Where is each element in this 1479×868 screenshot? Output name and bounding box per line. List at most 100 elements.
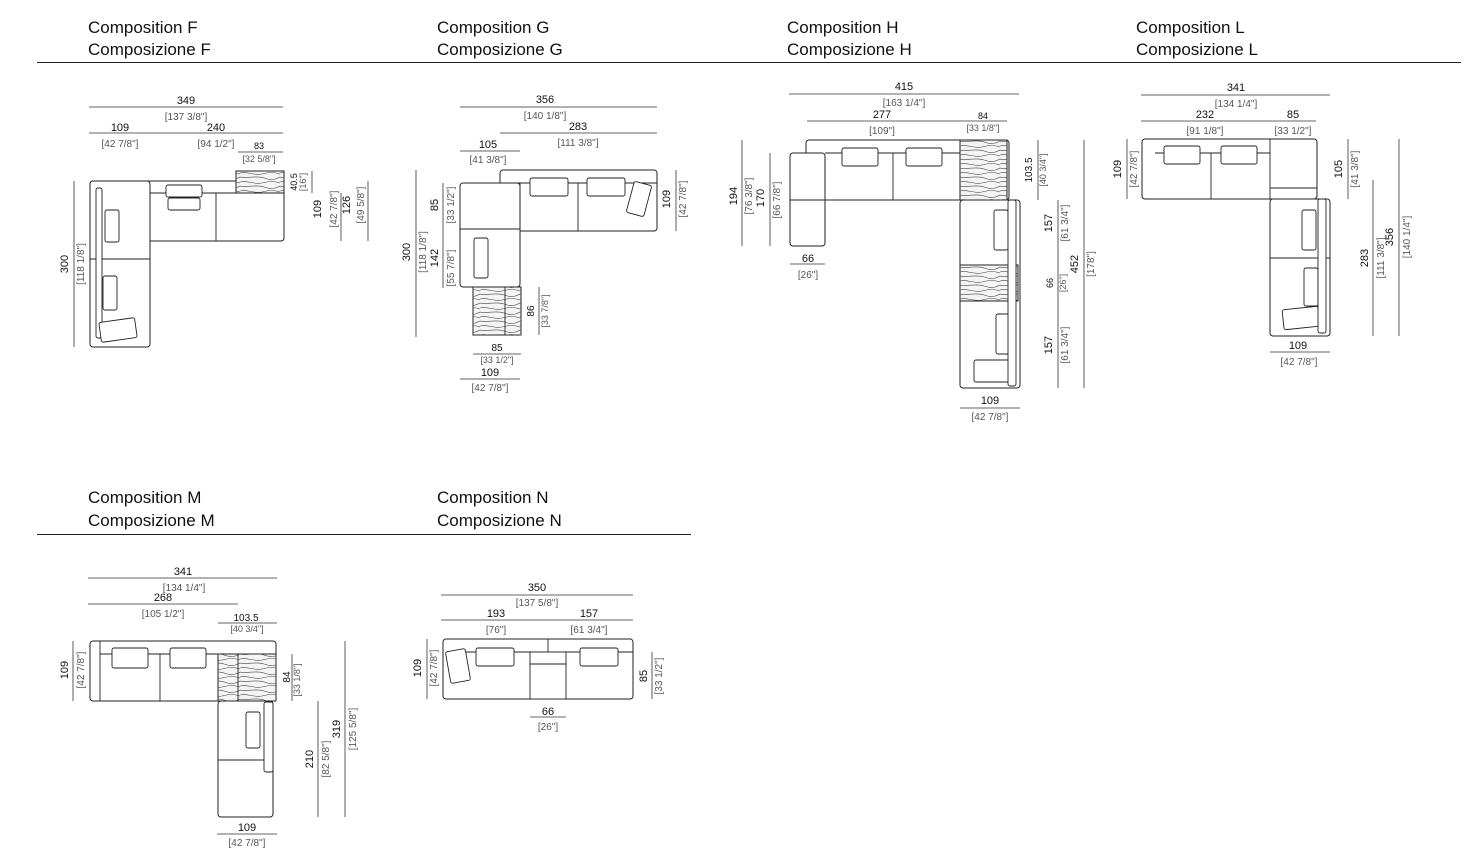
dim-label: 126: [341, 196, 353, 214]
composition-n-drawing: 350 [137 5/8"] 193 [76"] 157 [61 3/4"] 1…: [412, 582, 665, 733]
dim-label: [33 7/8"]: [540, 294, 550, 327]
dim-label: [137 3/8"]: [165, 112, 208, 123]
dim-label: 170: [755, 189, 767, 207]
dim-label: 193: [487, 608, 505, 620]
dim-label: 341: [174, 566, 192, 578]
dim-label: [76"]: [486, 625, 506, 636]
dim-label: [33 1/2"]: [446, 186, 457, 223]
composition-f-drawing: 349 [137 3/8"] 109 [42 7/8"] 240 [94 1/2…: [59, 95, 369, 348]
composition-l-subtitle: Composizione L: [1136, 40, 1258, 59]
dim-label: [111 3/8"]: [1376, 237, 1387, 278]
dim-label: 85: [429, 199, 441, 211]
dim-label: 84: [978, 111, 988, 121]
composition-h-drawing: 415 [163 1/4"] 277 [109"] 84 [33 1/8"] 1…: [728, 81, 1097, 423]
dim-label: [32 5/8"]: [242, 154, 275, 164]
dim-label: [109"]: [869, 126, 895, 137]
dim-label: [66 7/8"]: [772, 181, 783, 218]
dim-label: 415: [895, 81, 913, 93]
dim-label: [40 3/4"]: [230, 624, 263, 634]
dim-label: [42 7/8"]: [76, 651, 87, 688]
dim-label: 210: [304, 750, 316, 768]
composition-n-subtitle: Composizione N: [437, 511, 562, 530]
dim-label: 232: [1196, 109, 1214, 121]
dim-label: 319: [331, 720, 343, 738]
dim-label: 85: [491, 343, 503, 354]
dim-label: 109: [111, 122, 129, 134]
dim-label: 109: [481, 367, 499, 379]
dim-label: 109: [981, 395, 999, 407]
dim-label: 66: [542, 706, 554, 718]
dim-label: [118 1/8"]: [418, 231, 429, 273]
composition-g-subtitle: Composizione G: [437, 40, 563, 59]
dim-label: 356: [1384, 228, 1396, 246]
dim-label: [42 7/8"]: [102, 139, 139, 150]
dim-label: [42 7/8"]: [329, 190, 340, 227]
dim-label: 349: [177, 95, 195, 107]
dim-label: 109: [59, 661, 71, 679]
dim-label: 86: [526, 305, 537, 317]
composition-g-title: Composition G: [437, 18, 550, 37]
dim-label: 66: [1045, 278, 1055, 288]
dim-label: 157: [1043, 214, 1055, 232]
dim-label: [41 3/8"]: [470, 155, 507, 166]
dim-label: 109: [312, 200, 324, 218]
composition-f-title: Composition F: [88, 18, 198, 37]
dim-label: [134 1/4"]: [1215, 99, 1258, 110]
dim-label: 105: [1333, 160, 1345, 178]
dim-label: 109: [238, 822, 256, 834]
dim-label: [61 3/4"]: [1060, 204, 1071, 241]
dim-label: 350: [528, 582, 546, 594]
dim-label: 109: [1289, 340, 1307, 352]
dim-label: [33 1/8"]: [966, 123, 999, 133]
dim-label: 283: [569, 121, 587, 133]
dim-label: [94 1/2"]: [198, 139, 235, 150]
dim-label: 277: [873, 109, 891, 121]
dim-label: [42 7/8"]: [429, 649, 440, 686]
composition-m-title: Composition M: [88, 488, 202, 507]
dim-label: [55 7/8"]: [446, 249, 457, 286]
dim-label: [33 1/2"]: [480, 355, 513, 365]
dim-label: 194: [728, 187, 740, 205]
dim-label: 103.5: [233, 613, 258, 624]
dim-label: 341: [1227, 82, 1245, 94]
dim-label: [82 5/8"]: [321, 740, 332, 777]
dim-label: [42 7/8"]: [1281, 357, 1318, 368]
dim-label: [137 5/8"]: [516, 598, 559, 609]
dim-label: [42 7/8"]: [229, 838, 266, 849]
dim-label: [26"]: [538, 722, 558, 733]
dim-label: 300: [401, 243, 413, 261]
dim-label: [140 1/8"]: [524, 111, 567, 122]
composition-l-title: Composition L: [1136, 18, 1245, 37]
dim-label: 66: [802, 253, 814, 265]
dim-label: 157: [1043, 336, 1055, 354]
dim-label: [41 3/8"]: [1350, 150, 1361, 187]
dim-label: 157: [580, 608, 598, 620]
dim-label: [61 3/4"]: [1060, 326, 1071, 363]
dim-label: 268: [154, 592, 172, 604]
dim-label: [33 1/2"]: [654, 657, 665, 694]
dim-label: 105: [479, 139, 497, 151]
dim-label: 283: [1359, 249, 1371, 267]
dim-label: 109: [1112, 160, 1124, 178]
composition-m-subtitle: Composizione M: [88, 511, 215, 530]
dim-label: [33 1/2"]: [1275, 126, 1312, 137]
composition-h-subtitle: Composizione H: [787, 40, 912, 59]
dim-label: [91 1/8"]: [1187, 126, 1224, 137]
dim-label: 40.5: [289, 173, 299, 191]
composition-m-drawing: 341 [134 1/4"] 268 [105 1/2"] 103.5 [40 …: [59, 566, 359, 849]
dim-label: 109: [412, 659, 424, 677]
dim-label: 85: [638, 670, 650, 682]
dim-label: 84: [282, 671, 293, 683]
dim-label: 356: [536, 94, 554, 106]
dim-label: [42 7/8"]: [1129, 150, 1140, 187]
composition-f-subtitle: Composizione F: [88, 40, 211, 59]
dim-label: [105 1/2"]: [142, 609, 185, 620]
dim-label: [178"]: [1086, 251, 1097, 277]
dim-label: 142: [429, 249, 441, 267]
dim-label: [111 3/8"]: [558, 138, 599, 149]
dim-label: [118 1/8"]: [76, 243, 87, 285]
dim-label: 103.5: [1024, 157, 1035, 182]
dim-label: [163 1/4"]: [883, 98, 926, 109]
dim-label: [76 3/8"]: [744, 177, 755, 214]
